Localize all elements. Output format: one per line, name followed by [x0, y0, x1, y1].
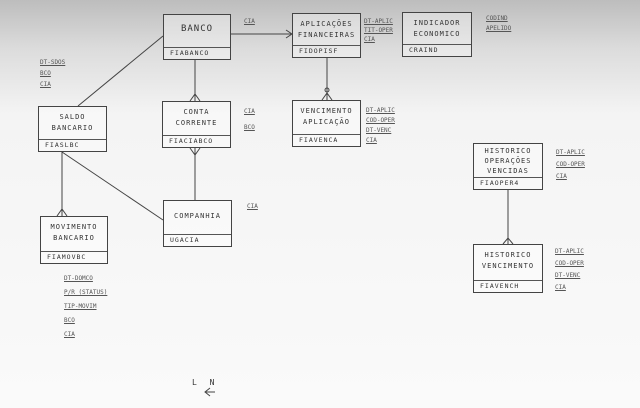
attr: APELIDO — [486, 25, 512, 32]
entity-name: HISTORICO OPERAÇÕES VENCIDAS — [484, 147, 532, 175]
entity-key: FIABANCO — [164, 47, 230, 59]
entity-movimento-bancario[interactable]: MOVIMENTO BANCARIO FIAMOVBC — [40, 216, 108, 264]
attr: CIA — [244, 108, 255, 115]
attr: TIP-MOVIM — [64, 303, 97, 310]
attr: BCO — [64, 317, 75, 324]
attr: DT-VENC — [366, 127, 392, 134]
attr: CIA — [364, 36, 375, 43]
annotation-vencimento: DT-APLIC COD-OPER DT-VENC CIA — [366, 106, 395, 146]
attr: BCO — [40, 70, 51, 77]
entity-conta-corrente[interactable]: CONTA CORRENTE FIACIABCO — [162, 101, 231, 148]
rel-saldo-companhia — [61, 151, 164, 221]
optional-marker — [324, 87, 330, 93]
attr: CIA — [556, 173, 567, 180]
entity-name: COMPANHIA — [174, 212, 221, 220]
attr: TIT-OPER — [364, 27, 393, 34]
entity-name: VENCIMENTO APLICAÇÃO — [300, 107, 353, 126]
annotation-aplicacoes: DT-APLIC TIT-OPER CIA — [364, 17, 393, 44]
attr: CIA — [247, 203, 258, 210]
rel-banco-saldo — [77, 35, 164, 107]
attr: P/R (STATUS) — [64, 289, 108, 296]
attr: DT-APLIC — [555, 248, 584, 255]
entity-name: HISTORICO VENCIMENTO — [481, 251, 535, 270]
entity-key: CRAIND — [403, 44, 471, 56]
attr: BCO — [244, 124, 255, 131]
attr: DT-VENC — [555, 272, 581, 279]
entity-key: UGACIA — [164, 234, 231, 246]
attr: DT-SDOS — [40, 59, 66, 66]
entity-key: FIAMOVBC — [41, 251, 107, 263]
entity-name: SALDO BANCARIO — [51, 113, 94, 132]
entity-historico-operacoes-vencidas[interactable]: HISTORICO OPERAÇÕES VENCIDAS FIAOPER4 — [473, 143, 543, 190]
entity-companhia[interactable]: COMPANHIA UGACIA — [163, 200, 232, 247]
entity-key: FIAOPER4 — [474, 177, 542, 189]
annotation-hist-oper: DT-APLIC COD-OPER CIA — [556, 147, 585, 183]
attr: CIA — [244, 18, 255, 25]
entity-historico-vencimento[interactable]: HISTORICO VENCIMENTO FIAVENCH — [473, 244, 543, 293]
crowfoot-vencimento — [321, 92, 333, 101]
entity-vencimento-aplicacao[interactable]: VENCIMENTO APLICAÇÃO FIAVENCA — [292, 100, 361, 147]
attr: COD-OPER — [556, 161, 585, 168]
entity-name: INDICADOR ECONOMICO — [413, 19, 461, 38]
attr: CIA — [555, 284, 566, 291]
entity-aplicacoes-financeiras[interactable]: APLICAÇÕES FINANCEIRAS FIDOPISF — [292, 13, 361, 58]
entity-key: FIACIABCO — [163, 135, 230, 147]
annotation-indicador: CODIND APELIDO — [486, 14, 511, 34]
entity-name: BANCO — [180, 24, 214, 34]
entity-saldo-bancario[interactable]: SALDO BANCARIO FIASLBC — [38, 106, 107, 152]
crowfoot-movimento — [56, 208, 68, 217]
attr: DT-APLIC — [556, 149, 585, 156]
arrow-mark — [204, 387, 215, 397]
entity-key: FIAVENCA — [293, 134, 360, 146]
crowfoot-conta-bottom — [189, 147, 201, 156]
annotation-movimento: DT-DOMCO P/R (STATUS) TIP-MOVIM BCO CIA — [64, 272, 107, 342]
attr: COD-OPER — [555, 260, 584, 267]
annotation-conta: CIA BCO — [244, 104, 255, 136]
attr: CODIND — [486, 15, 508, 22]
attr: CIA — [40, 81, 51, 88]
crowfoot-hist-venc — [502, 237, 514, 245]
annotation-saldo: DT-SDOS BCO CIA — [40, 57, 65, 90]
attr: DT-APLIC — [366, 107, 395, 114]
attr: CIA — [64, 331, 75, 338]
entity-banco[interactable]: BANCO FIABANCO — [163, 14, 231, 60]
annotation-companhia: CIA — [247, 202, 258, 212]
attr: DT-APLIC — [364, 18, 393, 25]
entity-key: FIASLBC — [39, 139, 106, 151]
entity-key: FIDOPISF — [293, 45, 360, 57]
footer-mark: L N — [192, 378, 215, 387]
entity-key: FIAVENCH — [474, 280, 542, 292]
attr: COD-OPER — [366, 117, 395, 124]
attr: CIA — [366, 137, 377, 144]
attr: DT-DOMCO — [64, 275, 93, 282]
entity-indicador-economico[interactable]: INDICADOR ECONOMICO CRAIND — [402, 12, 472, 57]
entity-name: CONTA CORRENTE — [175, 108, 218, 127]
crowfoot-conta — [189, 93, 201, 102]
annotation-hist-venc: DT-APLIC COD-OPER DT-VENC CIA — [555, 246, 584, 294]
entity-name: MOVIMENTO BANCARIO — [50, 223, 98, 242]
entity-name: APLICAÇÕES FINANCEIRAS — [297, 20, 356, 39]
annotation-banco-aplicacoes: CIA — [244, 17, 255, 27]
